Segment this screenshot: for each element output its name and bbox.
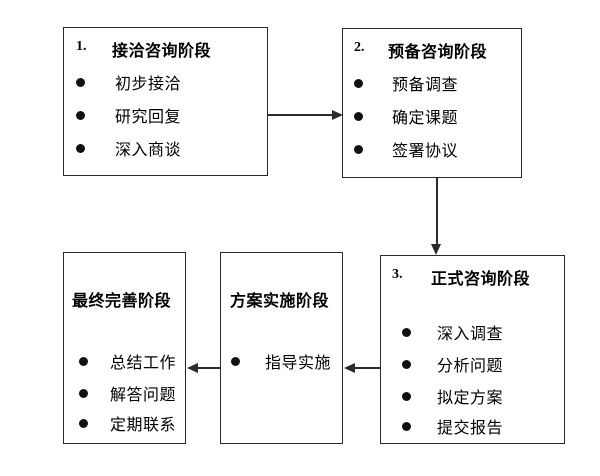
bullet-icon <box>76 143 85 153</box>
node-stage-5-title: 最终完善阶段 <box>72 293 172 310</box>
bullet-icon <box>231 356 240 366</box>
edge-stage-3-to-stage-4-arrowhead <box>344 362 355 373</box>
bullet-icon <box>79 388 88 398</box>
node-stage-1-title: 接洽咨询阶段 <box>112 43 212 60</box>
edge-stage-2-to-stage-3-line <box>436 178 438 246</box>
node-stage-3-bullet-4-label: 提交报告 <box>437 420 504 437</box>
node-stage-1-bullet-2: 研究回复 <box>76 103 181 127</box>
node-stage-2-bullet-1: 预备调查 <box>354 71 458 95</box>
node-stage-5-bullet-1-label: 总结工作 <box>110 355 177 372</box>
bullet-icon <box>402 391 411 401</box>
node-stage-3-bullet-4: 提交报告 <box>402 414 503 438</box>
node-stage-2-bullet-2: 确定课题 <box>354 104 458 128</box>
edge-stage-4-to-stage-5-line <box>198 367 220 369</box>
node-stage-5-bullet-3: 定期联系 <box>79 411 176 435</box>
node-stage-3-number: 3. <box>392 267 403 282</box>
node-stage-1-bullet-3-label: 深入商谈 <box>115 142 182 159</box>
node-stage-5-bullet-1: 总结工作 <box>79 349 176 373</box>
node-stage-1-bullet-1: 初步接洽 <box>76 70 181 94</box>
node-stage-3-title: 正式咨询阶段 <box>431 271 531 288</box>
edge-stage-1-to-stage-2-arrowhead <box>332 109 343 120</box>
node-stage-1[interactable]: 1. 接洽咨询阶段 初步接洽 研究回复 深入商谈 <box>63 27 268 176</box>
node-stage-4-title: 方案实施阶段 <box>230 293 330 310</box>
bullet-icon <box>76 110 85 120</box>
node-stage-4-bullet-1-label: 指导实施 <box>265 355 332 372</box>
bullet-icon <box>354 144 363 154</box>
edge-stage-4-to-stage-5-arrowhead <box>187 362 198 373</box>
node-stage-3[interactable]: 3. 正式咨询阶段 深入调查 分析问题 拟定方案 提交报告 <box>380 255 565 444</box>
node-stage-3-bullet-3-label: 拟定方案 <box>437 390 504 407</box>
node-stage-2-bullet-3-label: 签署协议 <box>392 143 459 160</box>
node-stage-2-number: 2. <box>354 40 365 55</box>
node-stage-2[interactable]: 2. 预备咨询阶段 预备调查 确定课题 签署协议 <box>342 28 522 178</box>
edge-stage-1-to-stage-2-line <box>268 114 334 116</box>
node-stage-4[interactable]: 方案实施阶段 指导实施 <box>220 252 343 444</box>
node-stage-5-bullet-2-label: 解答问题 <box>110 387 177 404</box>
bullet-icon <box>402 327 411 337</box>
node-stage-5-bullet-2: 解答问题 <box>79 381 176 405</box>
edge-stage-2-to-stage-3-arrowhead <box>431 244 442 255</box>
node-stage-2-bullet-3: 签署协议 <box>354 137 458 161</box>
node-stage-1-bullet-2-label: 研究回复 <box>115 109 182 126</box>
node-stage-5[interactable]: 最终完善阶段 总结工作 解答问题 定期联系 <box>63 252 186 444</box>
node-stage-3-bullet-1: 深入调查 <box>402 320 503 344</box>
bullet-icon <box>402 421 411 431</box>
bullet-icon <box>76 77 85 87</box>
node-stage-2-bullet-2-label: 确定课题 <box>392 110 459 127</box>
node-stage-3-bullet-2: 分析问题 <box>402 352 503 376</box>
node-stage-5-bullet-3-label: 定期联系 <box>110 417 177 434</box>
bullet-icon <box>79 418 88 428</box>
node-stage-3-bullet-1-label: 深入调查 <box>437 326 504 343</box>
node-stage-3-bullet-3: 拟定方案 <box>402 384 503 408</box>
node-stage-2-title: 预备咨询阶段 <box>388 44 488 61</box>
bullet-icon <box>354 111 363 121</box>
node-stage-4-bullet-1: 指导实施 <box>231 349 331 373</box>
bullet-icon <box>354 78 363 88</box>
bullet-icon <box>79 356 88 366</box>
node-stage-3-bullet-2-label: 分析问题 <box>437 358 504 375</box>
node-stage-1-bullet-1-label: 初步接洽 <box>115 76 182 93</box>
node-stage-1-bullet-3: 深入商谈 <box>76 136 181 160</box>
bullet-icon <box>402 359 411 369</box>
node-stage-1-number: 1. <box>76 39 87 54</box>
node-stage-2-bullet-1-label: 预备调查 <box>392 77 459 94</box>
edge-stage-3-to-stage-4-line <box>355 367 380 369</box>
